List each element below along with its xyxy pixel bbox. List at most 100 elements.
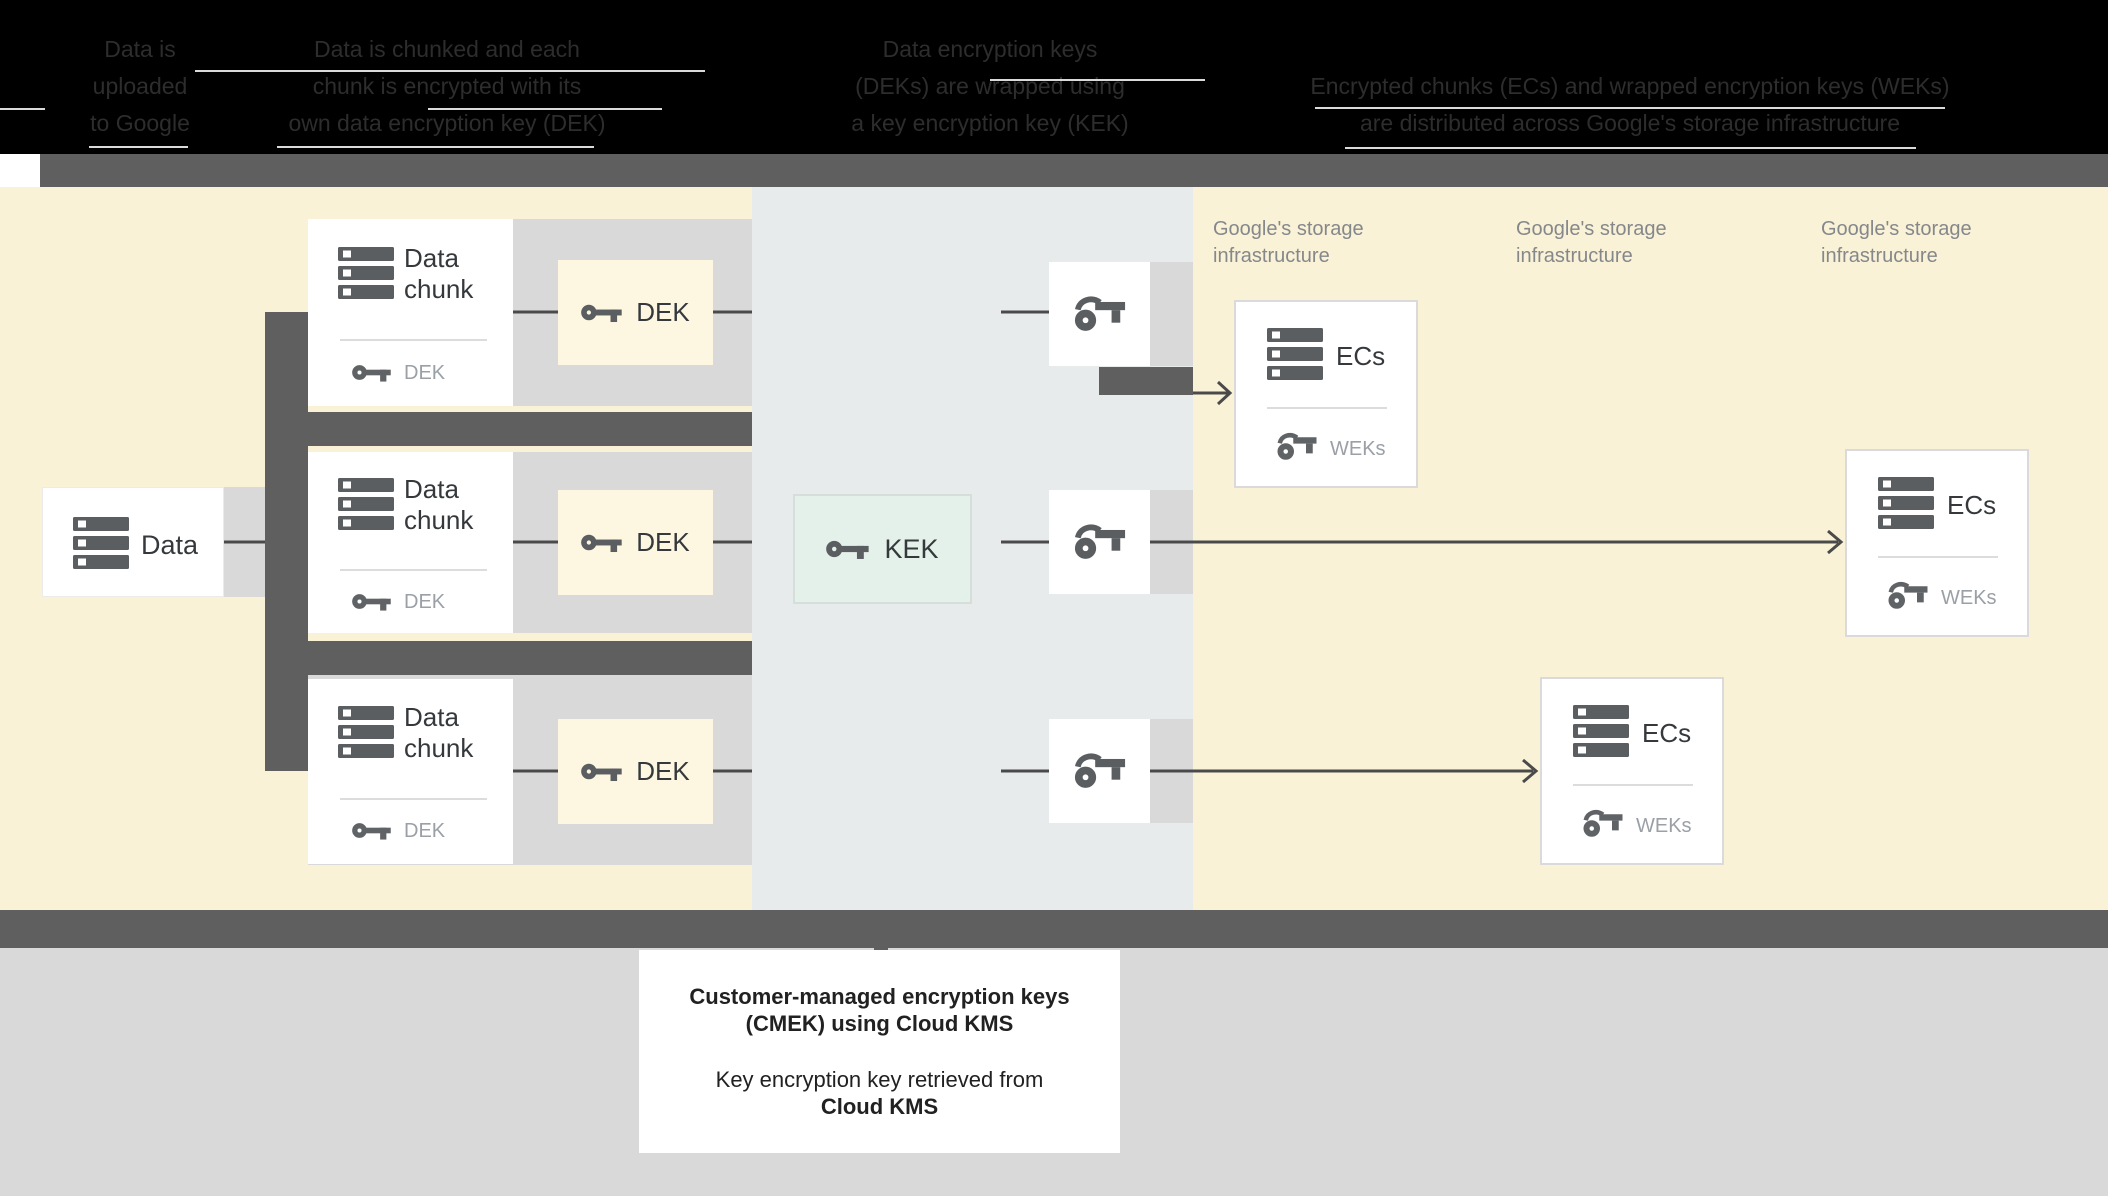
kms-key-box-2 [1049,490,1150,594]
storage-label-1: Google's storage infrastructure [1213,216,1364,270]
kek-box: KEK [793,494,972,604]
dek-box-2: DEK [558,490,713,595]
wek-thick-connector [1099,367,1193,395]
split-bar-1 [265,412,752,446]
dek-box-label: DEK [636,756,690,786]
storage-label-3: Google's storage infrastructure [1821,216,1972,270]
caption-line: Cloud KMS [820,1094,939,1119]
dek-box-label: DEK [636,527,690,557]
artifact-line [1315,107,1945,109]
artifact-line [1345,147,1916,149]
artifact-line [0,108,45,110]
box-divider [1878,556,1998,558]
caption-box: Customer-managed encryption keys (CMEK) … [639,950,1120,1153]
database-icon [1878,477,1934,529]
database-icon [73,517,129,569]
data-chunk-box-1: Data chunk DEK [308,219,513,406]
database-icon [1267,328,1323,380]
data-chunk-box-3: Data chunk DEK [308,679,513,864]
bottom-divider-band [0,910,2108,948]
database-icon [1573,705,1629,757]
key-icon [581,301,623,324]
box-divider [340,798,487,800]
database-icon [338,706,394,758]
key-icon [352,818,392,843]
chunk-label-line: chunk [404,733,474,763]
data-box: Data [42,487,224,597]
key-icon [581,531,623,554]
wrapped-key-icon [1887,581,1929,611]
ecs-box-label: ECs [1947,490,1997,520]
header-bar [0,0,2108,154]
box-divider [340,339,487,341]
ecs-key-label: WEKs [1330,438,1386,460]
chunk-label-line: Data [404,474,459,504]
caption-line: uploaded [92,73,188,99]
header-left-notch [0,154,40,187]
artifact-line [428,108,662,110]
caption-line: Data is [104,36,176,62]
caption-line: Key encryption key retrieved from [715,1067,1044,1092]
ecs-box-2: ECs WEKs [1845,449,2029,637]
caption-line: (CMEK) using Cloud KMS [745,1011,1014,1036]
split-trunk [265,312,308,771]
caption-line: Data is chunked and each [314,36,580,62]
chunk-label-line: chunk [404,505,474,535]
wrapped-key-icon [1073,523,1127,562]
wrapped-key-icon [1276,432,1318,462]
storage-label-line: infrastructure [1213,245,1330,267]
storage-label-line: Google's storage [1516,218,1667,240]
ecs-key-label: WEKs [1941,587,1997,609]
ecs-box-label: ECs [1642,718,1692,748]
storage-label-line: Google's storage [1213,218,1364,240]
caption-line: Encrypted chunks (ECs) and wrapped encry… [1310,73,1950,99]
caption-line: own data encryption key (DEK) [288,110,606,136]
caption-line: Customer-managed encryption keys [689,984,1070,1009]
storage-label-line: Google's storage [1821,218,1972,240]
key-icon [352,589,392,614]
dek-box-3: DEK [558,719,713,824]
artifact-line [195,70,705,72]
caption-line: are distributed across Google's storage … [1359,110,1901,136]
box-divider [1267,407,1387,409]
chunk-key-label: DEK [404,591,446,613]
key-icon [352,360,392,385]
wrapped-key-icon [1073,752,1127,791]
wrapped-key-icon [1582,809,1624,839]
header-caption-distributed: Encrypted chunks (ECs) and wrapped encry… [1280,68,1980,142]
chunk-key-label: DEK [404,820,446,842]
storage-label-line: infrastructure [1516,245,1633,267]
ecs-key-label: WEKs [1636,815,1692,837]
chunk-key-label: DEK [404,362,446,384]
header-caption-chunked: Data is chunked and each chunk is encryp… [277,31,617,142]
chunk-label-line: Data [404,243,459,273]
database-icon [338,478,394,530]
artifact-line [277,146,594,148]
data-connector-band [224,487,265,597]
storage-label-line: infrastructure [1821,245,1938,267]
key-icon [826,537,870,561]
artifact-line [89,146,188,148]
top-divider-band [40,154,2108,187]
wrapped-key-icon [1073,295,1127,334]
kek-box-label: KEK [884,533,939,564]
caption-line: a key encryption key (KEK) [851,110,1129,136]
ecs-box-3: ECs WEKs [1540,677,1724,865]
box-divider [340,569,487,571]
key-icon [581,760,623,783]
kms-key-box-1 [1049,262,1150,366]
dek-box-1: DEK [558,260,713,365]
box-divider [1573,784,1693,786]
caption-line: to Google [90,110,190,136]
database-icon [338,247,394,299]
caption-line: (DEKs) are wrapped using [855,73,1125,99]
dek-box-label: DEK [636,297,690,327]
chunk-label-line: chunk [404,274,474,304]
header-caption-upload: Data is uploaded to Google [30,31,250,142]
data-box-label: Data [141,530,199,560]
storage-label-2: Google's storage infrastructure [1516,216,1667,270]
split-bar-2 [265,641,752,675]
header-caption-wrapped: Data encryption keys (DEKs) are wrapped … [790,31,1190,142]
data-chunk-box-2: Data chunk DEK [308,452,513,633]
